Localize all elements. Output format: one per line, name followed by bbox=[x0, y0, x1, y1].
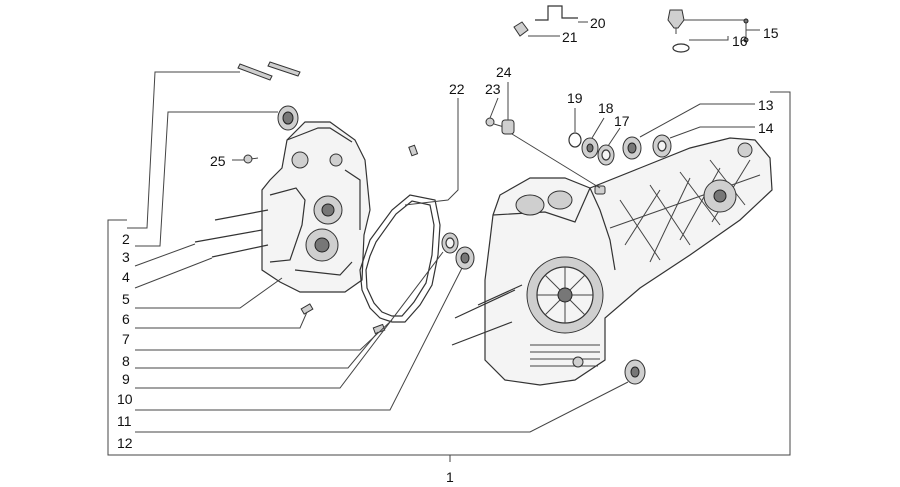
callout-5: 5 bbox=[122, 291, 130, 307]
bearing-11 bbox=[455, 246, 475, 270]
callout-labels: 1 2 3 4 5 6 7 8 9 10 11 12 13 14 15 16 1… bbox=[117, 15, 779, 485]
bearing-13 bbox=[622, 136, 642, 160]
callout-20: 20 bbox=[590, 15, 606, 31]
left-crankcase-half bbox=[261, 121, 371, 293]
callout-11: 11 bbox=[117, 413, 132, 429]
lower-fins bbox=[530, 344, 600, 367]
callout-14: 14 bbox=[758, 120, 774, 136]
callout-18: 18 bbox=[598, 100, 614, 116]
callout-15: 15 bbox=[763, 25, 779, 41]
oil-seal-14 bbox=[652, 134, 672, 158]
callout-13: 13 bbox=[758, 97, 774, 113]
assembly-bracket bbox=[107, 91, 791, 462]
callout-24: 24 bbox=[496, 64, 512, 80]
bearing-17 bbox=[597, 144, 615, 166]
callout-1: 1 bbox=[446, 469, 454, 485]
callout-7: 7 bbox=[122, 331, 130, 347]
callout-4: 4 bbox=[122, 269, 130, 285]
callout-22: 22 bbox=[449, 81, 465, 97]
callout-12: 12 bbox=[117, 435, 133, 451]
crankcase-gasket bbox=[359, 194, 441, 323]
oil-seal-12 bbox=[624, 359, 646, 385]
bearing-18 bbox=[581, 137, 599, 159]
right-crankcase-half bbox=[451, 137, 773, 386]
callout-19: 19 bbox=[567, 90, 583, 106]
bearing-10 bbox=[441, 232, 459, 254]
callout-25: 25 bbox=[210, 153, 226, 169]
callout-3: 3 bbox=[122, 249, 130, 265]
callout-6: 6 bbox=[122, 311, 130, 327]
bracket-20 bbox=[535, 5, 578, 21]
stud-pair bbox=[237, 61, 301, 81]
callout-21: 21 bbox=[562, 29, 578, 45]
long-studs bbox=[194, 209, 269, 258]
o-ring-16 bbox=[672, 43, 690, 53]
callout-9: 9 bbox=[122, 371, 130, 387]
callout-16: 16 bbox=[732, 33, 748, 49]
leader-lines bbox=[127, 18, 760, 433]
callout-23: 23 bbox=[485, 81, 501, 97]
callout-2: 2 bbox=[122, 231, 130, 247]
oil-seal-left bbox=[277, 105, 299, 131]
screw-23 bbox=[485, 117, 505, 128]
callout-10: 10 bbox=[117, 391, 133, 407]
plug-15 bbox=[667, 9, 685, 34]
callout-17: 17 bbox=[614, 113, 630, 129]
bushing-24 bbox=[501, 119, 515, 135]
screw-25 bbox=[243, 154, 259, 164]
circlip-19 bbox=[568, 132, 582, 148]
dowel-pins-left bbox=[300, 144, 419, 335]
clip-21 bbox=[513, 21, 529, 37]
callout-8: 8 bbox=[122, 353, 130, 369]
